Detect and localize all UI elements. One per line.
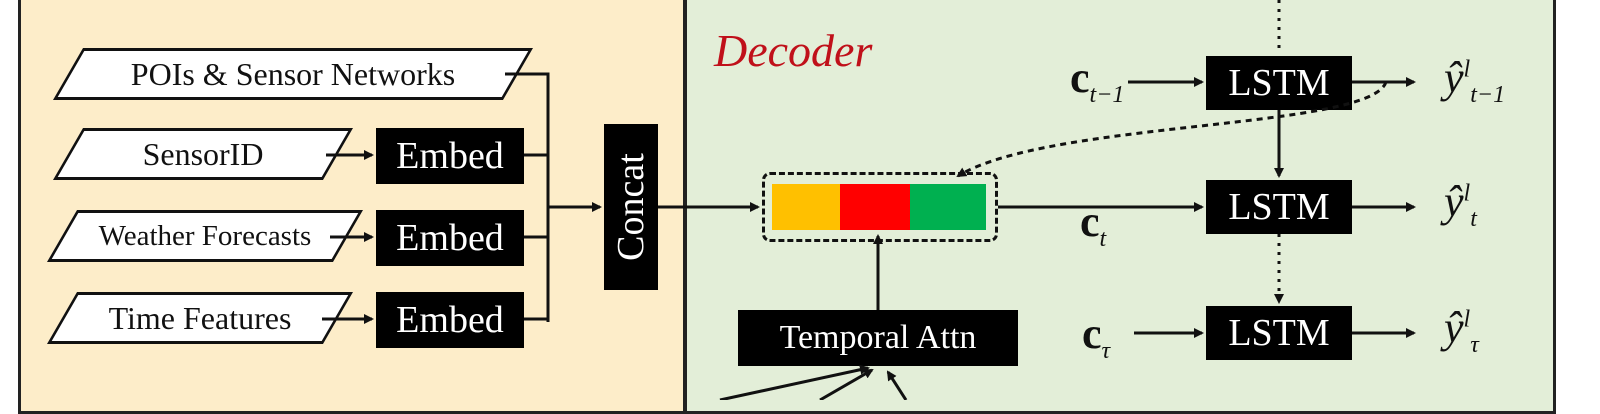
output-y-hat-tau: ŷlτ [1444, 303, 1479, 358]
embed-block-sensor-id: Embed [376, 128, 524, 184]
embed-block-weather: Embed [376, 210, 524, 266]
decoder-title: Decoder [714, 25, 873, 76]
concat-block: Concat [604, 124, 658, 290]
context-segment-yellow [772, 184, 840, 230]
lstm-block-t: LSTM [1206, 180, 1352, 234]
context-symbol-t-minus-1: ct−1 [1070, 53, 1125, 108]
output-y-hat-t: ŷlt [1444, 177, 1477, 232]
lstm-block-t-minus-1: LSTM [1206, 56, 1352, 110]
context-segment-red [840, 184, 910, 230]
output-y-hat-t-minus-1: ŷlt−1 [1444, 53, 1506, 108]
embed-block-time: Embed [376, 292, 524, 348]
temporal-attn-block: Temporal Attn [738, 310, 1018, 366]
context-symbol-t: ct [1080, 197, 1107, 252]
lstm-block-tau: LSTM [1206, 306, 1352, 360]
context-segment-green [910, 184, 986, 230]
connector-lines [322, 0, 1416, 400]
context-symbol-tau: cτ [1082, 309, 1111, 364]
